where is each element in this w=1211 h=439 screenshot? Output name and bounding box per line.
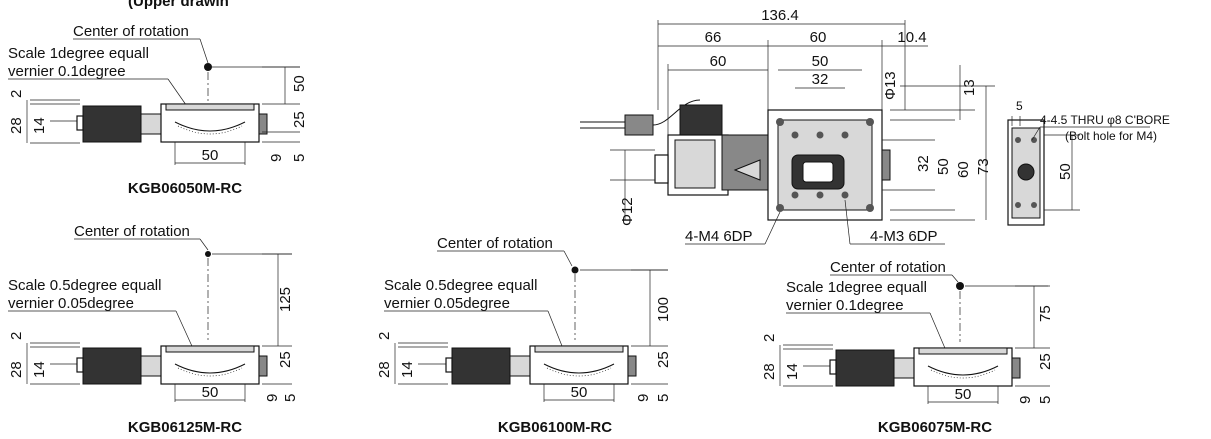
dim-28: 28 [761,363,778,380]
dim-25: 25 [1037,353,1054,370]
dim-10-4: 10.4 [897,29,926,46]
motor-body [82,105,142,143]
dim-60-left: 60 [710,53,727,70]
scale-label-line2: vernier 0.05degree [384,295,510,312]
dim-50: 50 [202,384,219,401]
dim-136-4: 136.4 [761,7,799,24]
dim-phi13: Φ13 [882,71,899,100]
dim-14: 14 [31,117,48,134]
dim-5: 5 [291,154,308,162]
motor-body [451,347,511,385]
dim-9: 9 [264,394,281,402]
dim-50-right: 50 [935,158,952,175]
motor-body [82,347,142,385]
dim-28: 28 [8,361,25,378]
dim-50: 50 [955,386,972,403]
stage-side-view: 5 4-4.5 THRU φ8 C'BORE (Bolt hole for M4… [1007,99,1170,226]
scale-label-line2: vernier 0.1degree [786,297,904,314]
center-of-rotation-label: Center of rotation [437,235,553,252]
dim-5: 5 [282,394,299,402]
dim-height: 125 [277,287,294,312]
dim-9: 9 [1017,396,1034,404]
dim-height: 75 [1037,305,1054,322]
header-title: (Upper drawin [128,0,229,10]
dim-50: 50 [202,147,219,164]
dim-2: 2 [761,334,778,342]
dim-2: 2 [376,332,393,340]
dim-14: 14 [784,363,801,380]
dim-66: 66 [705,29,722,46]
dim-14: 14 [31,361,48,378]
dim-25: 25 [655,351,672,368]
stage-front-view-kgb06050: Center of rotation Scale 1degree equall … [8,23,308,197]
dim-25: 25 [291,111,308,128]
dim-height: 50 [291,75,308,92]
dim-32-top: 32 [812,71,829,88]
dim-50-side: 50 [1057,163,1074,180]
scale-label-line1: Scale 1degree equall [786,279,927,296]
scale-label-line2: vernier 0.05degree [8,295,134,312]
center-of-rotation-label: Center of rotation [73,23,189,40]
dim-2: 2 [8,90,25,98]
rotation-center-marker [571,266,579,274]
dim-phi12: Φ12 [619,197,636,226]
dim-28: 28 [376,361,393,378]
rotation-center-marker [956,282,964,290]
dim-14: 14 [399,361,416,378]
caption-kgb06125: KGB06125M-RC [128,419,242,436]
dim-50-top: 50 [812,53,829,70]
dim-25: 25 [277,351,294,368]
motor-body [835,349,895,387]
stage-front-view-kgb06100: Center of rotation Scale 0.5degree equal… [376,235,672,436]
scale-label-line1: Scale 0.5degree equall [384,277,537,294]
stage-front-view-kgb06075: Center of rotation Scale 1degree equall … [761,259,1054,436]
dim-60-top: 60 [810,29,827,46]
caption-kgb06100: KGB06100M-RC [498,419,612,436]
dim-5: 5 [655,394,672,402]
dim-2: 2 [8,332,25,340]
bolt-hole-label: (Bolt hole for M4) [1065,129,1157,143]
cable-connector [624,114,654,136]
dim-28: 28 [8,117,25,134]
dim-9: 9 [635,394,652,402]
dim-5-side: 5 [1016,99,1023,113]
center-of-rotation-label: Center of rotation [74,223,190,240]
dim-60-right: 60 [955,161,972,178]
stage-top-view: 136.4 66 60 10.4 60 50 32 Φ13 13 [580,7,995,245]
dim-5: 5 [1037,396,1054,404]
caption-kgb06075: KGB06075M-RC [878,419,992,436]
dim-32-right: 32 [915,155,932,172]
scale-label-line2: vernier 0.1degree [8,63,126,80]
caption-kgb06050: KGB06050M-RC [128,180,242,197]
dim-73: 73 [975,158,992,175]
label-m3-holes: 4-M3 6DP [870,228,938,245]
dim-height: 100 [655,297,672,322]
rotation-center-marker [204,63,212,71]
thru-hole-label: 4-4.5 THRU φ8 C'BORE [1040,113,1170,127]
stage-front-view-kgb06125: Center of rotation Scale 0.5degree equal… [8,223,299,436]
scale-label-line1: Scale 1degree equall [8,45,149,62]
dim-9: 9 [268,154,285,162]
center-of-rotation-label: Center of rotation [830,259,946,276]
dim-13: 13 [961,79,978,96]
label-m4-holes: 4-M4 6DP [685,228,753,245]
scale-label-line1: Scale 0.5degree equall [8,277,161,294]
dim-50: 50 [571,384,588,401]
rotation-center-marker [205,251,211,257]
